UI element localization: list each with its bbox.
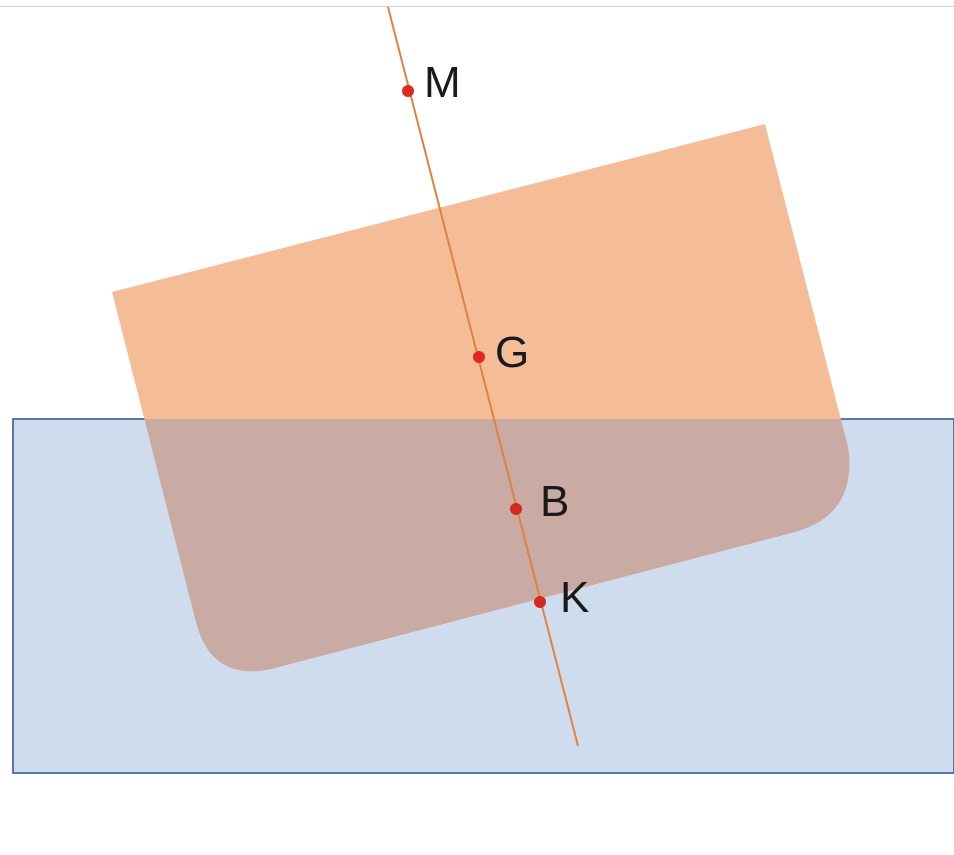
top-divider: [0, 6, 954, 7]
point-k-marker: [534, 596, 546, 608]
point-m-label: M: [424, 58, 461, 107]
point-m-marker: [402, 85, 414, 97]
point-b-marker: [510, 503, 522, 515]
point-g-marker: [473, 351, 485, 363]
point-g-label: G: [495, 328, 529, 377]
point-b-label: B: [540, 477, 569, 526]
point-k-label: K: [560, 573, 589, 622]
centerline-axis: [387, 6, 579, 747]
hull-submerged-region: [144, 419, 850, 672]
